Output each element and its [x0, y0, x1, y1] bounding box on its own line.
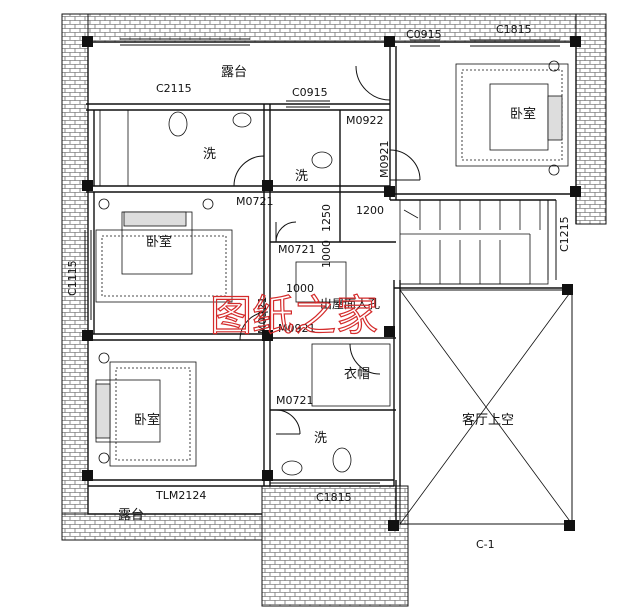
door-m0921-c: [349, 343, 381, 375]
code-c0915-b: C0915: [406, 28, 442, 41]
doors: [233, 65, 421, 435]
dim-1250: 1250: [320, 204, 333, 232]
basin-2: [281, 460, 303, 476]
door-m0721-b: [275, 221, 297, 243]
toilet-3: [332, 447, 352, 473]
door-m0721-a: [233, 155, 265, 187]
window-c1815-top: [470, 39, 560, 47]
window-c1215: [547, 200, 557, 280]
code-m0721-b: M0721: [278, 243, 316, 256]
room-bath-2: 洗: [295, 169, 308, 184]
code-m0922: M0922: [346, 114, 384, 127]
code-c2115: C2115: [156, 82, 192, 95]
parapet-top: [61, 13, 603, 43]
window-c0915-b: [410, 39, 440, 47]
parapet-bottom-left: [61, 513, 263, 541]
room-living-void: 客厅上空: [462, 412, 514, 428]
parapet-bottom-bay: [261, 485, 409, 607]
code-m0721-a: M0721: [236, 195, 274, 208]
door-m0921-a: [389, 149, 421, 181]
code-c1115: C1115: [66, 260, 79, 296]
window-c1115: [84, 230, 92, 320]
room-bath-3: 洗: [314, 431, 327, 446]
roof-hatch: [295, 261, 347, 303]
code-c0915-a: C0915: [292, 86, 328, 99]
watermark-text: 图纸之家: [210, 291, 378, 340]
code-tlm2124: TLM2124: [155, 489, 206, 502]
room-terrace-bottom: 露台: [118, 508, 144, 523]
closet-cabinet: [311, 343, 391, 407]
columns: [82, 36, 581, 531]
bath-tub: [99, 109, 129, 187]
living-void: [399, 289, 573, 525]
walls: [86, 41, 577, 524]
bed-2: [95, 198, 233, 303]
dim-1000-b: 1000: [320, 240, 333, 268]
code-m0721-c: M0721: [276, 394, 314, 407]
code-m0921-c: M0921: [256, 297, 269, 335]
toilet-2: [311, 151, 333, 169]
bed-1: [455, 60, 569, 176]
dim-1000-a: 1000: [286, 282, 314, 295]
code-c1815-top: C1815: [496, 23, 532, 36]
room-bath-1: 洗: [203, 147, 216, 162]
bed-3: [95, 352, 197, 467]
fixtures: [99, 109, 391, 476]
code-c1815-bottom: C1815: [316, 491, 352, 504]
room-bedroom-2: 卧室: [146, 234, 172, 250]
parapet-left: [61, 13, 89, 541]
basin-1: [232, 112, 252, 128]
room-closet: 衣帽: [344, 366, 370, 382]
room-terrace-top: 露台: [221, 65, 247, 80]
door-m0922: [355, 65, 391, 101]
window-c0915-a: [286, 100, 330, 108]
toilet-1: [168, 111, 188, 137]
window-c2115: [120, 38, 250, 46]
dim-1200: 1200: [356, 204, 384, 217]
stair: [399, 199, 549, 285]
code-m0921-b: M0921: [278, 322, 316, 335]
room-bedroom-1: 卧室: [510, 106, 536, 122]
room-roof-hatch: 出屋面人孔: [320, 297, 380, 311]
door-m0921-b: [239, 311, 269, 341]
code-c1: C-1: [476, 538, 495, 551]
door-m0721-c: [275, 409, 301, 435]
code-m0921-a: M0921: [378, 141, 391, 179]
code-c1215: C1215: [558, 216, 571, 252]
room-bedroom-3: 卧室: [134, 412, 160, 428]
